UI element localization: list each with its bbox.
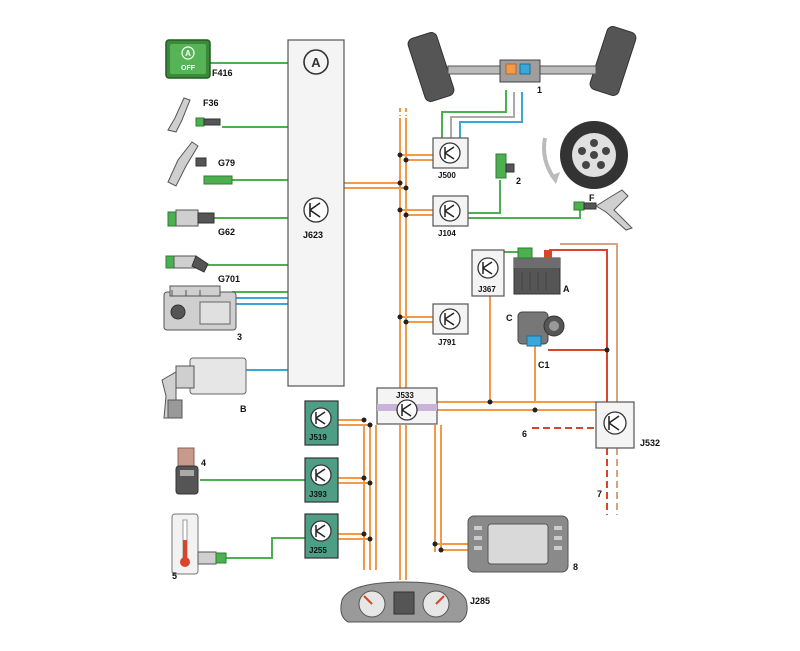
transistor-icon — [608, 415, 620, 431]
power-steering-unit-j500 — [432, 137, 469, 169]
label-j255: J255 — [309, 546, 327, 555]
label-c1: C1 — [538, 360, 550, 370]
start-stop-button-f416: A OFF — [165, 39, 211, 79]
transistor-icon — [444, 204, 455, 218]
label-j623: J623 — [303, 230, 323, 240]
label-j532: J532 — [640, 438, 660, 448]
label-b: B — [240, 404, 247, 414]
label-j367: J367 — [478, 285, 496, 294]
label-c: C — [506, 313, 513, 323]
label-7: 7 — [597, 489, 602, 499]
transistor-icon — [309, 202, 321, 218]
wire-j104-sensor2 — [468, 180, 501, 214]
auto-icon — [181, 46, 195, 60]
wire-temp-j255 — [226, 537, 305, 559]
radio-navigation-8 — [467, 515, 569, 573]
sensor-2 — [495, 153, 515, 179]
engine-3 — [163, 285, 237, 331]
coolant-temperature-sender-g62 — [167, 209, 215, 227]
auto-symbol: A — [185, 49, 191, 58]
wire-j500-steer-green — [441, 90, 507, 138]
steering-rack-1 — [407, 26, 637, 102]
label-f: F — [589, 193, 595, 203]
off-label: OFF — [181, 65, 196, 72]
wire-battery-ground — [560, 243, 618, 402]
wire-j500-steer-gray — [450, 92, 515, 138]
label-5: 5 — [172, 571, 177, 581]
label-g62: G62 — [218, 227, 235, 237]
label-6: 6 — [522, 429, 527, 439]
onboard-supply-unit-j519 — [304, 400, 339, 446]
temperature-sensor-5 — [171, 513, 227, 575]
label-j104: J104 — [438, 229, 456, 238]
transistor-icon — [444, 312, 455, 326]
wires — [200, 62, 618, 580]
gateway-j533 — [376, 387, 438, 425]
climatronic-unit-j255 — [304, 513, 339, 559]
sensor-g701 — [165, 255, 209, 273]
clutch-pedal-f36 — [167, 97, 221, 133]
label-1: 1 — [537, 85, 542, 95]
label-g79: G79 — [218, 158, 235, 168]
label-a: A — [563, 284, 570, 294]
engine-control-unit-j623: A — [287, 39, 345, 387]
j623-auto-symbol: A — [311, 55, 321, 70]
transistor-icon — [315, 468, 326, 482]
label-8: 8 — [573, 562, 578, 572]
label-2: 2 — [516, 176, 521, 186]
wheel-icon — [541, 121, 628, 189]
label-f416: F416 — [212, 68, 233, 78]
transistor-icon — [401, 403, 412, 417]
label-f36: F36 — [203, 98, 219, 108]
seat-belt-buckle-4 — [175, 447, 199, 495]
starter-b — [161, 357, 247, 419]
label-g701: G701 — [218, 274, 240, 284]
label-4: 4 — [201, 458, 206, 468]
transistor-icon — [482, 261, 493, 275]
auto-icon — [303, 49, 329, 75]
control-unit-j791 — [432, 303, 469, 335]
label-j285: J285 — [470, 596, 490, 606]
instrument-cluster-j285 — [340, 581, 468, 623]
wire-j500-steer-blue — [459, 92, 523, 138]
brake-pedal-f — [573, 189, 633, 231]
voltage-stabilizer-j532 — [595, 401, 635, 449]
comfort-system-unit-j393 — [304, 457, 339, 503]
label-j500: J500 — [438, 171, 456, 180]
battery-monitor-j367 — [471, 249, 505, 297]
accelerator-pedal-g79 — [167, 141, 233, 187]
wire-j104-f — [468, 208, 581, 219]
label-j519: J519 — [309, 433, 327, 442]
alternator-c — [517, 311, 565, 347]
battery-a — [513, 247, 561, 295]
transistor-icon — [315, 411, 326, 425]
label-j791: J791 — [438, 338, 456, 347]
abs-control-unit-j104 — [432, 195, 469, 227]
transistor-icon — [315, 524, 326, 538]
label-j533: J533 — [396, 391, 414, 400]
label-3: 3 — [237, 332, 242, 342]
label-j393: J393 — [309, 490, 327, 499]
transistor-icon — [444, 146, 455, 160]
